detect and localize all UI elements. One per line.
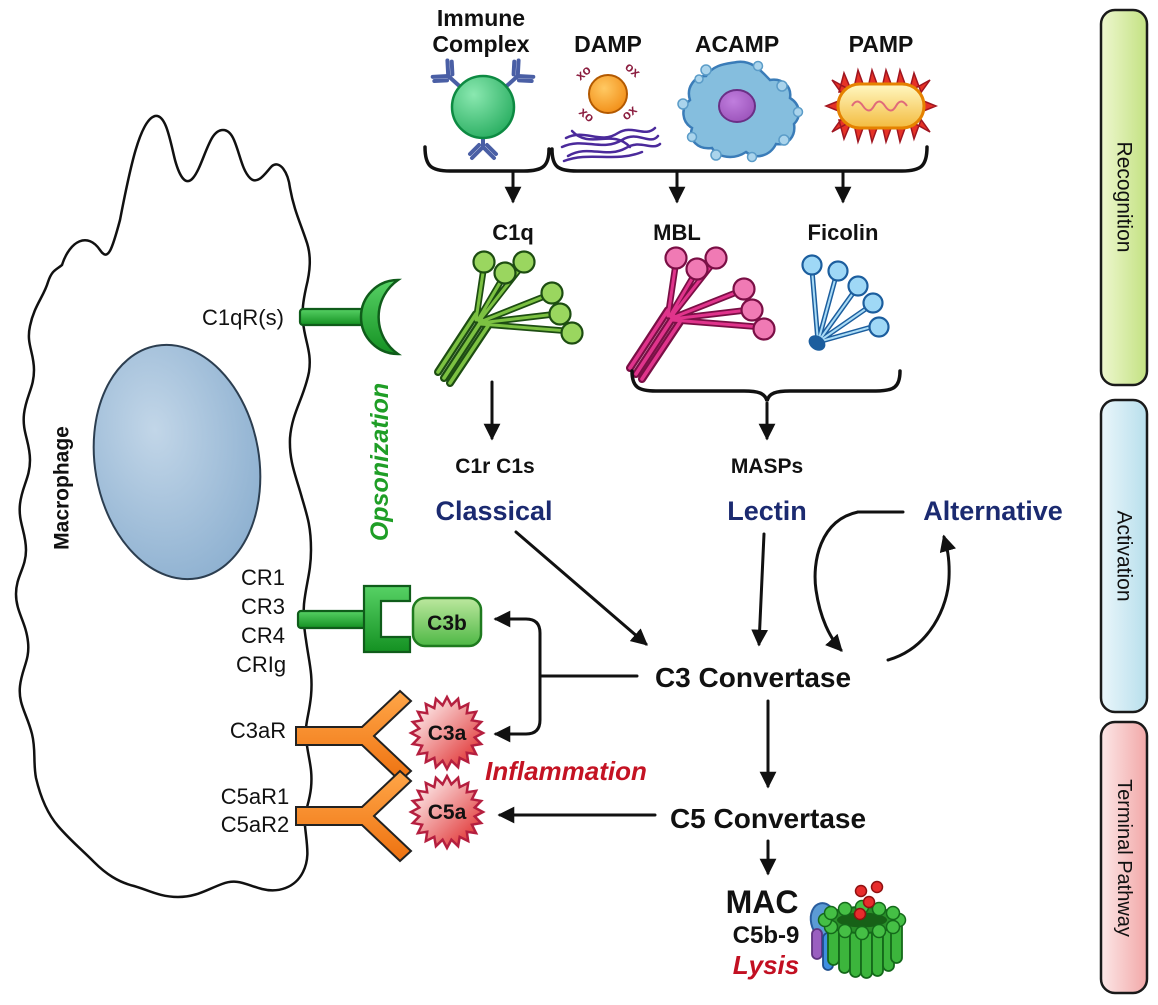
arrow-to-c3a <box>493 674 542 743</box>
c3a-label: C3a <box>428 722 467 745</box>
cr4-label: CR4 <box>241 623 285 648</box>
macrophage-label: Macrophage <box>51 426 74 550</box>
bracket-receptor-icon <box>362 584 412 654</box>
alternative-pathway-label: Alternative <box>923 496 1063 526</box>
immune-complex-label-line2: Complex <box>432 31 529 57</box>
c1q-molecule <box>434 250 584 387</box>
terminal-pathway-bar-label: Terminal Pathway <box>1113 779 1135 937</box>
damp-fibers <box>560 126 662 163</box>
pamp-icon: PAMP <box>823 31 939 145</box>
mac-label: MAC <box>726 884 799 920</box>
acamp-label: ACAMP <box>695 31 779 57</box>
damp-mark: xo <box>572 62 593 83</box>
c5a-label: C5a <box>428 801 467 824</box>
c5a-anaphylatoxin: C5a <box>409 774 485 850</box>
immune-complex-label-line1: Immune <box>437 5 525 31</box>
c1qr-label: C1qR(s) <box>202 305 284 330</box>
c5ar2-label: C5aR2 <box>221 812 289 837</box>
crescent-receptor-icon <box>359 278 403 356</box>
c1q-receptor <box>298 278 403 356</box>
lectin-pathway-label: Lectin <box>727 496 807 526</box>
c3a-receptor <box>295 689 413 783</box>
activation-bar-label: Activation <box>1113 510 1136 601</box>
mac-pore-illustration <box>809 880 907 979</box>
lysis-label: Lysis <box>733 950 800 980</box>
opsonization-label: Opsonization <box>366 383 394 541</box>
c1r-c1s-label: C1r C1s <box>455 455 534 478</box>
cr1-label: CR1 <box>241 565 285 590</box>
cr3-label: CR3 <box>241 594 285 619</box>
inflammation-label: Inflammation <box>485 756 647 786</box>
arrow-c3-to-alternative <box>886 534 957 662</box>
pamp-spikes <box>823 67 939 145</box>
stage-sidebar: Recognition Activation Terminal Pathway <box>1099 8 1149 995</box>
macrophage-cell: Macrophage C1qR(s) CR1 CR3 CR4 CRIg C3aR… <box>14 114 313 899</box>
cr-receptor <box>296 584 412 654</box>
recognition-bar-label: Recognition <box>1113 142 1136 253</box>
arrow-alternative-to-c3 <box>813 510 860 652</box>
activation-bar <box>1099 398 1149 714</box>
damp-mark: xo <box>576 104 597 125</box>
cascade-arrows <box>483 369 957 876</box>
arrow-to-c3b <box>493 610 542 678</box>
c5ar1-label: C5aR1 <box>221 784 289 809</box>
crig-label: CRIg <box>236 652 286 677</box>
damp-mark: ox <box>622 59 644 81</box>
acamp-nucleus <box>718 89 756 123</box>
damp-icon: DAMP xo ox xo ox <box>560 31 662 163</box>
c5b9-label: C5b-9 <box>733 922 800 949</box>
arrow-lectin-to-c3 <box>751 532 769 647</box>
ficolin-label: Ficolin <box>808 220 879 245</box>
damp-label: DAMP <box>574 31 642 57</box>
c1q-label: C1q <box>492 220 534 245</box>
macrophage-nucleus <box>92 343 262 581</box>
c3-convertase-label: C3 Convertase <box>655 662 851 693</box>
mbl-ficolin-brace <box>630 369 902 402</box>
classical-pathway-label: Classical <box>435 496 552 526</box>
ficolin-molecule <box>801 254 890 351</box>
masps-label: MASPs <box>731 455 803 478</box>
released-molecules <box>853 880 884 921</box>
pamp-dna-squiggle <box>851 100 908 112</box>
acamp-icon: ACAMP <box>677 31 804 163</box>
y-receptor-icon <box>295 689 413 783</box>
arrow-classical-to-c3 <box>514 530 648 646</box>
pamp-label: PAMP <box>849 31 914 57</box>
activator-brackets <box>423 145 929 204</box>
c5-convertase-label: C5 Convertase <box>670 803 866 834</box>
immune-complex-icon: Immune Complex <box>430 5 536 160</box>
recognition-bar <box>1099 8 1149 387</box>
c3b-label: C3b <box>427 612 467 635</box>
c5a-receptor <box>295 769 413 863</box>
terminal-pathway-bar <box>1099 720 1149 995</box>
c3ar-label: C3aR <box>230 718 286 743</box>
mbl-label: MBL <box>653 220 701 245</box>
mbl-molecule <box>626 246 776 383</box>
c3b-opsonin: C3b <box>411 596 483 648</box>
y-receptor-icon <box>295 769 413 863</box>
c3a-anaphylatoxin: C3a <box>409 695 485 771</box>
